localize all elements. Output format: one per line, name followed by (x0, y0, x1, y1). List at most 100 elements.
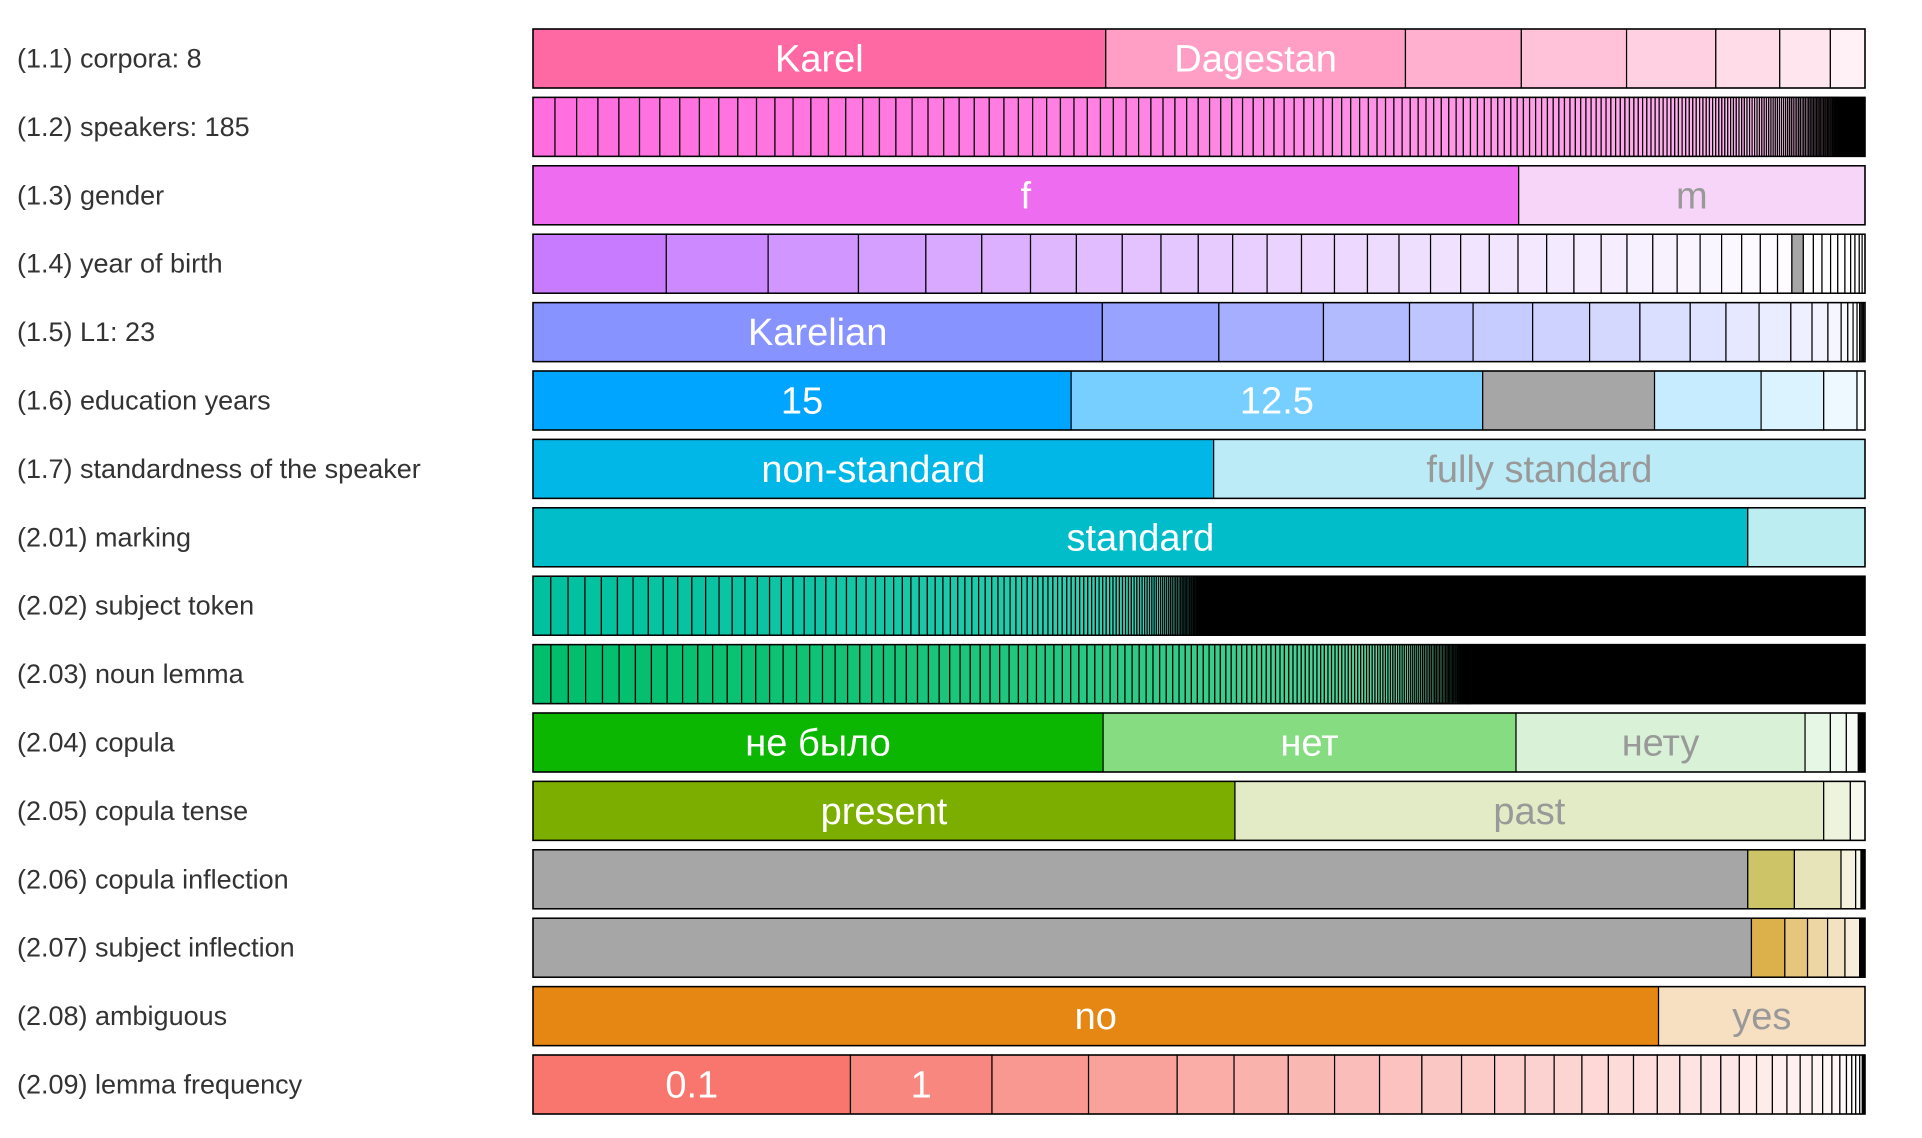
bar-segment (1159, 643, 1167, 705)
bar-segment (1799, 1054, 1813, 1115)
bar-segment (1404, 28, 1522, 89)
row-label: (1.6) education years (17, 386, 271, 416)
bar-segment (1176, 1054, 1235, 1115)
bar-segment (1230, 643, 1238, 705)
bar-segment (1540, 96, 1549, 158)
bar-segment (741, 643, 757, 705)
bar-segment (665, 233, 769, 294)
bar-segment (768, 575, 782, 636)
bar-segment (768, 643, 784, 705)
bar-outline (532, 28, 1866, 89)
bar-segment (1747, 507, 1866, 568)
bar-segment (1003, 575, 1011, 636)
bar-segment (532, 28, 1107, 89)
bar-outline (532, 712, 1866, 773)
bar-segment (1241, 643, 1248, 705)
bar-segment (1581, 1054, 1609, 1115)
row-label: (1.2) speakers: 185 (17, 112, 250, 142)
bar-segment (1460, 233, 1490, 294)
bar-segment (532, 643, 552, 705)
bar-segment (1676, 233, 1701, 294)
bar-segment (958, 96, 975, 158)
bar-segment (1472, 302, 1534, 363)
bar-segment (1292, 643, 1298, 705)
bar-segment (1274, 643, 1281, 705)
bar-segment (949, 643, 961, 705)
bar-segment (1503, 96, 1512, 158)
bar-segment (1653, 370, 1762, 431)
bar-segment (1822, 1054, 1833, 1115)
bar-segment (1469, 96, 1479, 158)
bar-segment (1845, 712, 1859, 773)
bar-segment (1094, 643, 1104, 705)
row-label: (2.05) copula tense (17, 796, 248, 826)
bar-segment (1829, 712, 1847, 773)
bar-segment (957, 575, 966, 636)
bar-segment (1283, 96, 1295, 158)
bar-segment (1524, 1054, 1555, 1115)
bar-segment (938, 643, 951, 705)
bar-segment (884, 575, 895, 636)
bar-segment (911, 96, 929, 158)
bar-segment (1460, 1054, 1496, 1115)
bar-segment (1087, 1054, 1178, 1115)
bar-segment (618, 96, 641, 158)
bar-segment (1197, 96, 1211, 158)
bar-segment (1131, 643, 1140, 705)
bar-outline (532, 643, 1866, 705)
bar-segment (1079, 575, 1085, 636)
bar-segment (1184, 643, 1193, 705)
bar-outline (532, 780, 1866, 842)
bar-outline (532, 575, 1866, 636)
bar-segment (1288, 643, 1294, 705)
bar-segment (973, 96, 990, 158)
bar-segment (1476, 96, 1485, 158)
bar-segment (855, 575, 867, 636)
bar-segment (1771, 1054, 1788, 1115)
bar-segment (1637, 96, 1644, 158)
bar-segment (1333, 1054, 1381, 1115)
bar-segment (989, 643, 1001, 705)
bar-segment (1190, 643, 1199, 705)
bar-segment (705, 575, 720, 636)
bar-segment (1225, 643, 1232, 705)
bar-segment (1165, 643, 1174, 705)
bar-segment (1532, 302, 1591, 363)
bar-segment (1070, 575, 1077, 636)
bar-segment (532, 233, 667, 294)
bar-segment (638, 96, 661, 158)
segment-label: Karelian (748, 312, 887, 354)
bar-segment (532, 575, 552, 636)
bar-outline (532, 370, 1866, 431)
bar-segment (1246, 643, 1253, 705)
segment-label: 0.1 (665, 1065, 718, 1107)
bar-segment (1857, 712, 1866, 773)
bar-segment (1273, 96, 1285, 158)
bar-segment (1639, 302, 1691, 363)
bar-segment (697, 643, 714, 705)
bar-segment (1421, 1054, 1463, 1115)
bar-segment (1109, 643, 1119, 705)
bar-segment (1124, 643, 1133, 705)
bar-segment (1738, 1054, 1758, 1115)
bar-segment (1279, 643, 1286, 705)
bar-segment (1546, 233, 1575, 294)
bar-segment (1516, 96, 1525, 158)
bar-segment (666, 643, 684, 705)
bar-segment (1233, 575, 1866, 636)
bar-segment (584, 575, 603, 636)
bar-segment (1758, 302, 1792, 363)
bar-segment (650, 643, 668, 705)
segment-label: yes (1732, 996, 1791, 1038)
bar-segment (1852, 302, 1858, 363)
bar-segment (1811, 302, 1829, 363)
bar-segment (1700, 1054, 1722, 1115)
bar-segment (1125, 96, 1140, 158)
bar-segment (981, 233, 1032, 294)
bar-segment (964, 575, 973, 636)
bar-segment (1042, 575, 1049, 636)
bar-segment (1721, 233, 1743, 294)
